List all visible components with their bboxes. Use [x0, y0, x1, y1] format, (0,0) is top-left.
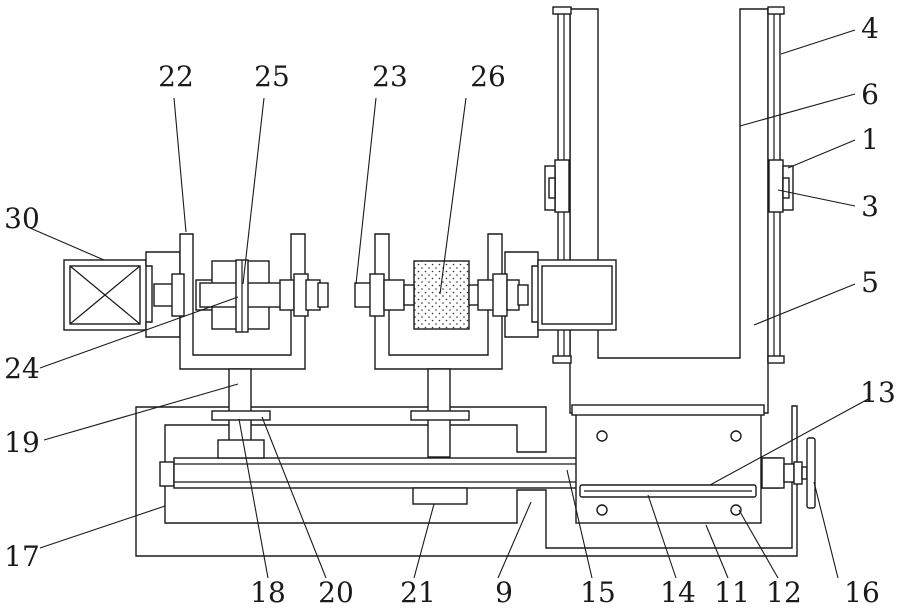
label-12: 12: [766, 576, 802, 609]
label-9: 9: [495, 576, 513, 609]
label-14: 14: [660, 576, 696, 609]
label-15: 15: [580, 576, 616, 609]
label-22: 22: [158, 60, 194, 93]
label-19: 19: [4, 426, 40, 459]
label-3: 3: [861, 190, 879, 223]
label-26: 26: [470, 60, 506, 93]
label-21: 21: [400, 576, 436, 609]
label-20: 20: [318, 576, 354, 609]
label-6: 6: [861, 78, 879, 111]
u-bracket: [545, 7, 793, 415]
handwheel: [802, 438, 815, 508]
label-5: 5: [861, 266, 879, 299]
label-30: 30: [4, 202, 40, 235]
label-25: 25: [254, 60, 290, 93]
label-1: 1: [861, 123, 879, 156]
label-16: 16: [844, 576, 880, 609]
label-17: 17: [4, 540, 40, 573]
slide-block: [576, 413, 761, 523]
label-11: 11: [714, 576, 750, 609]
label-4: 4: [861, 12, 879, 45]
label-18: 18: [250, 576, 286, 609]
left-clamp: [154, 234, 328, 369]
label-13: 13: [860, 376, 896, 409]
right-clamp: [355, 234, 528, 369]
label-24: 24: [4, 352, 40, 385]
label-23: 23: [372, 60, 408, 93]
